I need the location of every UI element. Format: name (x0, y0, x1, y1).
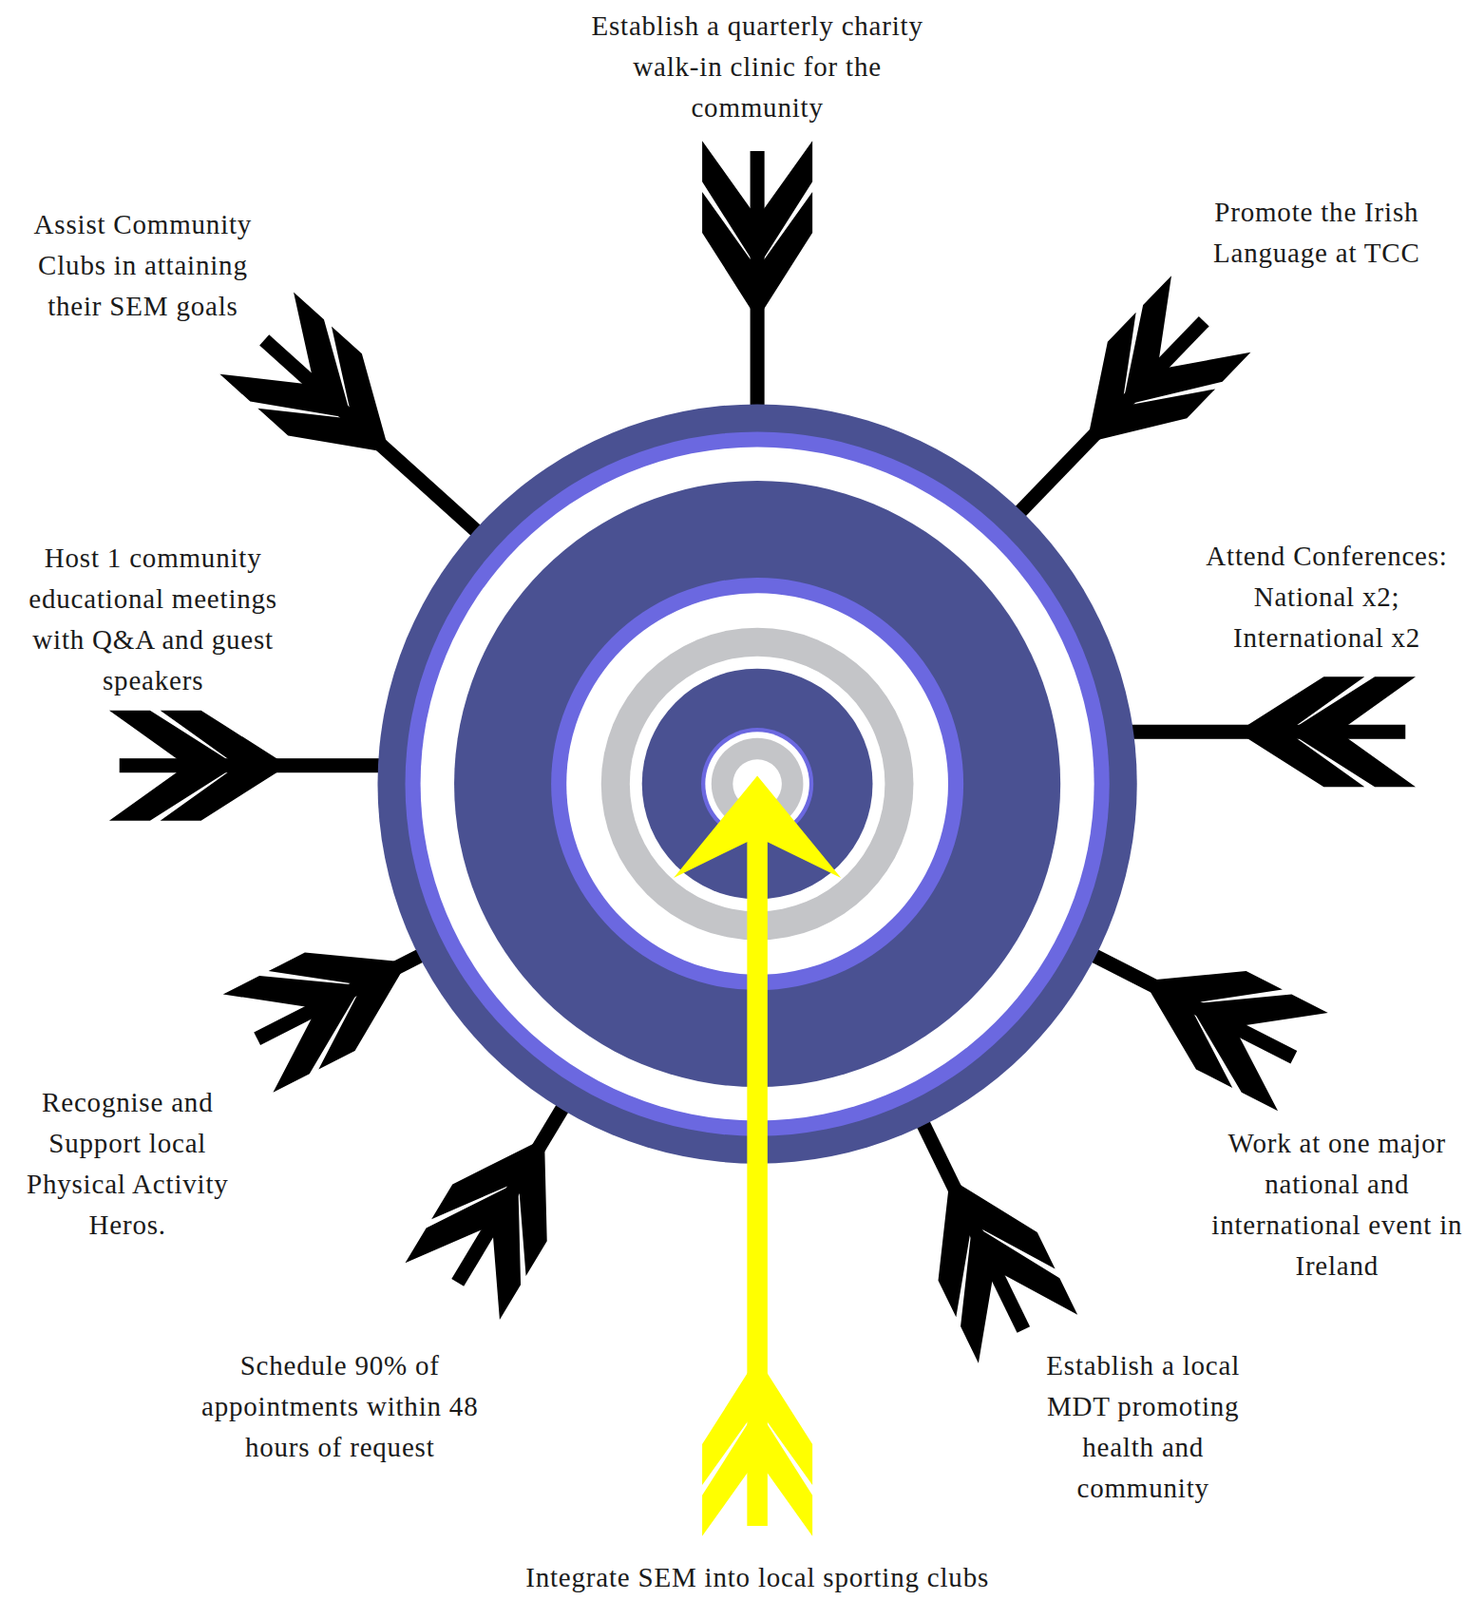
goal-label: Work at one major national and internati… (1204, 1122, 1470, 1287)
goal-label: Establish a quarterly charity walk-in cl… (573, 5, 942, 129)
label-slot: Work at one major national and internati… (1204, 1122, 1470, 1287)
label-slot: Attend Conferences: National x2; Interna… (1183, 535, 1470, 659)
label-slot: Establish a quarterly charity walk-in cl… (573, 5, 942, 129)
arrow-fletching (223, 936, 387, 1093)
goal-label: Promote the Irish Language at TCC (1179, 191, 1455, 274)
goal-label: Attend Conferences: National x2; Interna… (1183, 535, 1470, 659)
goal-label: Establish a local MDT promoting health a… (1015, 1345, 1272, 1509)
arrow-fletching (109, 710, 237, 821)
arrow-fletching (702, 1408, 813, 1537)
illustration-group (109, 140, 1416, 1537)
goal-label: Integrate SEM into local sporting clubs (430, 1557, 1085, 1599)
yellow-arrow (673, 775, 841, 1536)
arrow-fletching (1083, 275, 1252, 444)
arrow-fletching (1288, 676, 1416, 787)
arrow-fletching (1163, 954, 1328, 1111)
goal-label: Schedule 90% of appointments within 48 h… (181, 1345, 498, 1468)
arrow-fletching (702, 140, 813, 268)
label-slot: Integrate SEM into local sporting clubs (430, 1557, 1085, 1599)
goal-label: Assist Community Clubs in attaining thei… (15, 204, 271, 327)
arrow-fletching (404, 1153, 566, 1320)
label-slot: Promote the Irish Language at TCC (1179, 191, 1455, 274)
label-slot: Schedule 90% of appointments within 48 h… (181, 1345, 498, 1468)
goal-label: Recognise and Support local Physical Act… (10, 1082, 246, 1246)
arrow-head (673, 775, 841, 877)
label-slot: Host 1 community educational meetings wi… (10, 537, 297, 702)
arrow-fletching (219, 292, 388, 460)
label-slot: Establish a local MDT promoting health a… (1015, 1345, 1272, 1509)
label-slot: Recognise and Support local Physical Act… (10, 1082, 246, 1246)
label-slot: Assist Community Clubs in attaining thei… (15, 204, 271, 327)
arrow-fletching (922, 1199, 1078, 1364)
goal-label: Host 1 community educational meetings wi… (10, 537, 297, 702)
